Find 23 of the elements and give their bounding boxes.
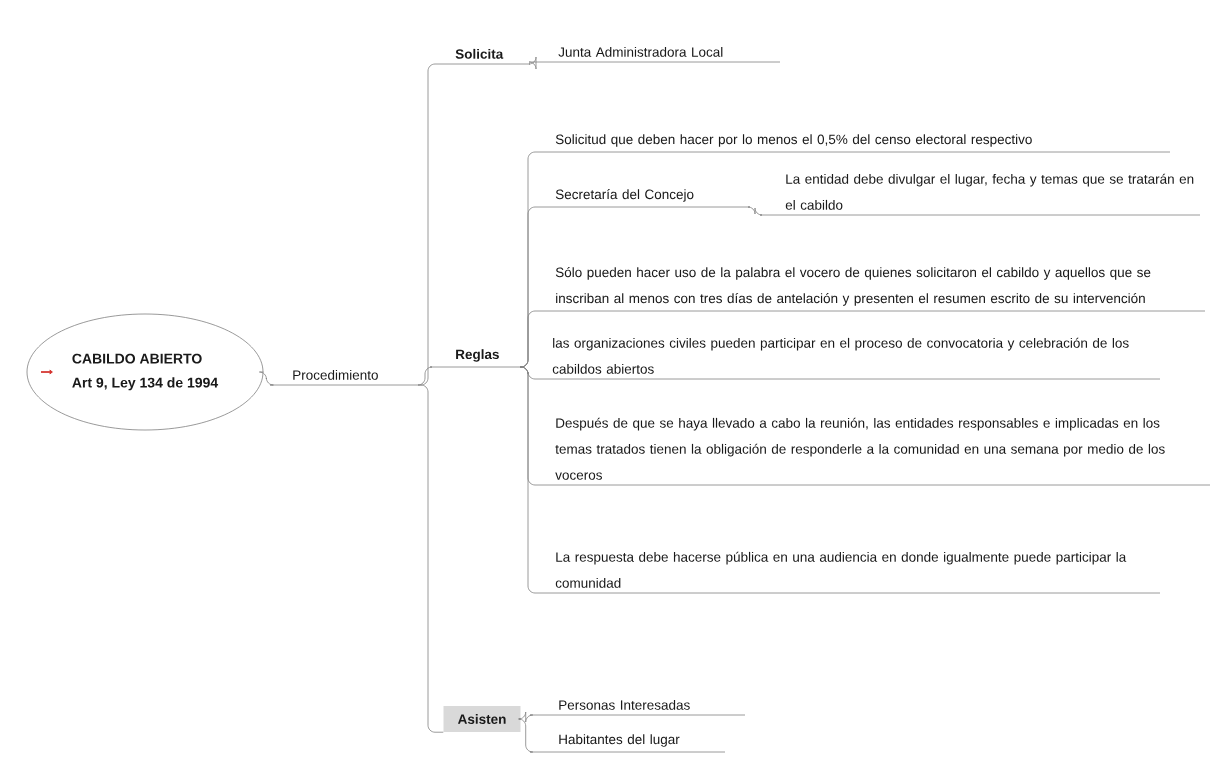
topic-label: Habitantes del lugar	[529, 734, 726, 753]
topic-label: Procedimiento	[269, 369, 421, 386]
branch-line	[419, 384, 444, 733]
topic-label: Reglas	[429, 349, 521, 368]
topic-label: Sólo pueden hacer uso de la palabra el vocero de quienes solicitaron el cabildo y aquellos que se inscriban al menos con tres días de antelación y presenten el resumen escrito de su intervención	[539, 267, 1206, 312]
topic-box: Asisten	[443, 706, 521, 732]
branch-line	[518, 718, 534, 753]
branch-line	[417, 366, 433, 386]
topic-label: Junta Administradora Local	[529, 46, 781, 63]
topic-label: las organizaciones civiles pueden participar en el proceso de convocatoria y celebración de los cabildos abiertos	[539, 337, 1161, 380]
topic-label: La respuesta debe hacerse pública en una audiencia en donde igualmente puede participar la comunidad	[539, 551, 1161, 594]
topic-label: La entidad debe divulgar el lugar, fecha y temas que se tratarán en el cabildo	[759, 173, 1201, 216]
branch-line	[747, 206, 763, 216]
topic-label: Solicita	[439, 48, 531, 65]
topic-label: Solicitud que deben hacer por lo menos el 0,5% del censo electoral respectivo	[539, 134, 1171, 153]
topic-label: Personas Interesadas	[529, 699, 746, 716]
branch-line	[528, 56, 537, 70]
branch-line	[259, 371, 274, 386]
topic-label: Secretaría del Concejo	[539, 189, 751, 208]
branch-line	[519, 366, 541, 594]
branch-line	[518, 711, 534, 723]
topic-label: Después de que se haya llevado a cabo la reunión, las entidades responsables e implicadas en los temas tratados tienen la obligación de responderle a la comunidad en una semana por medio de los voceros	[539, 417, 1211, 486]
branch-line	[519, 310, 541, 368]
